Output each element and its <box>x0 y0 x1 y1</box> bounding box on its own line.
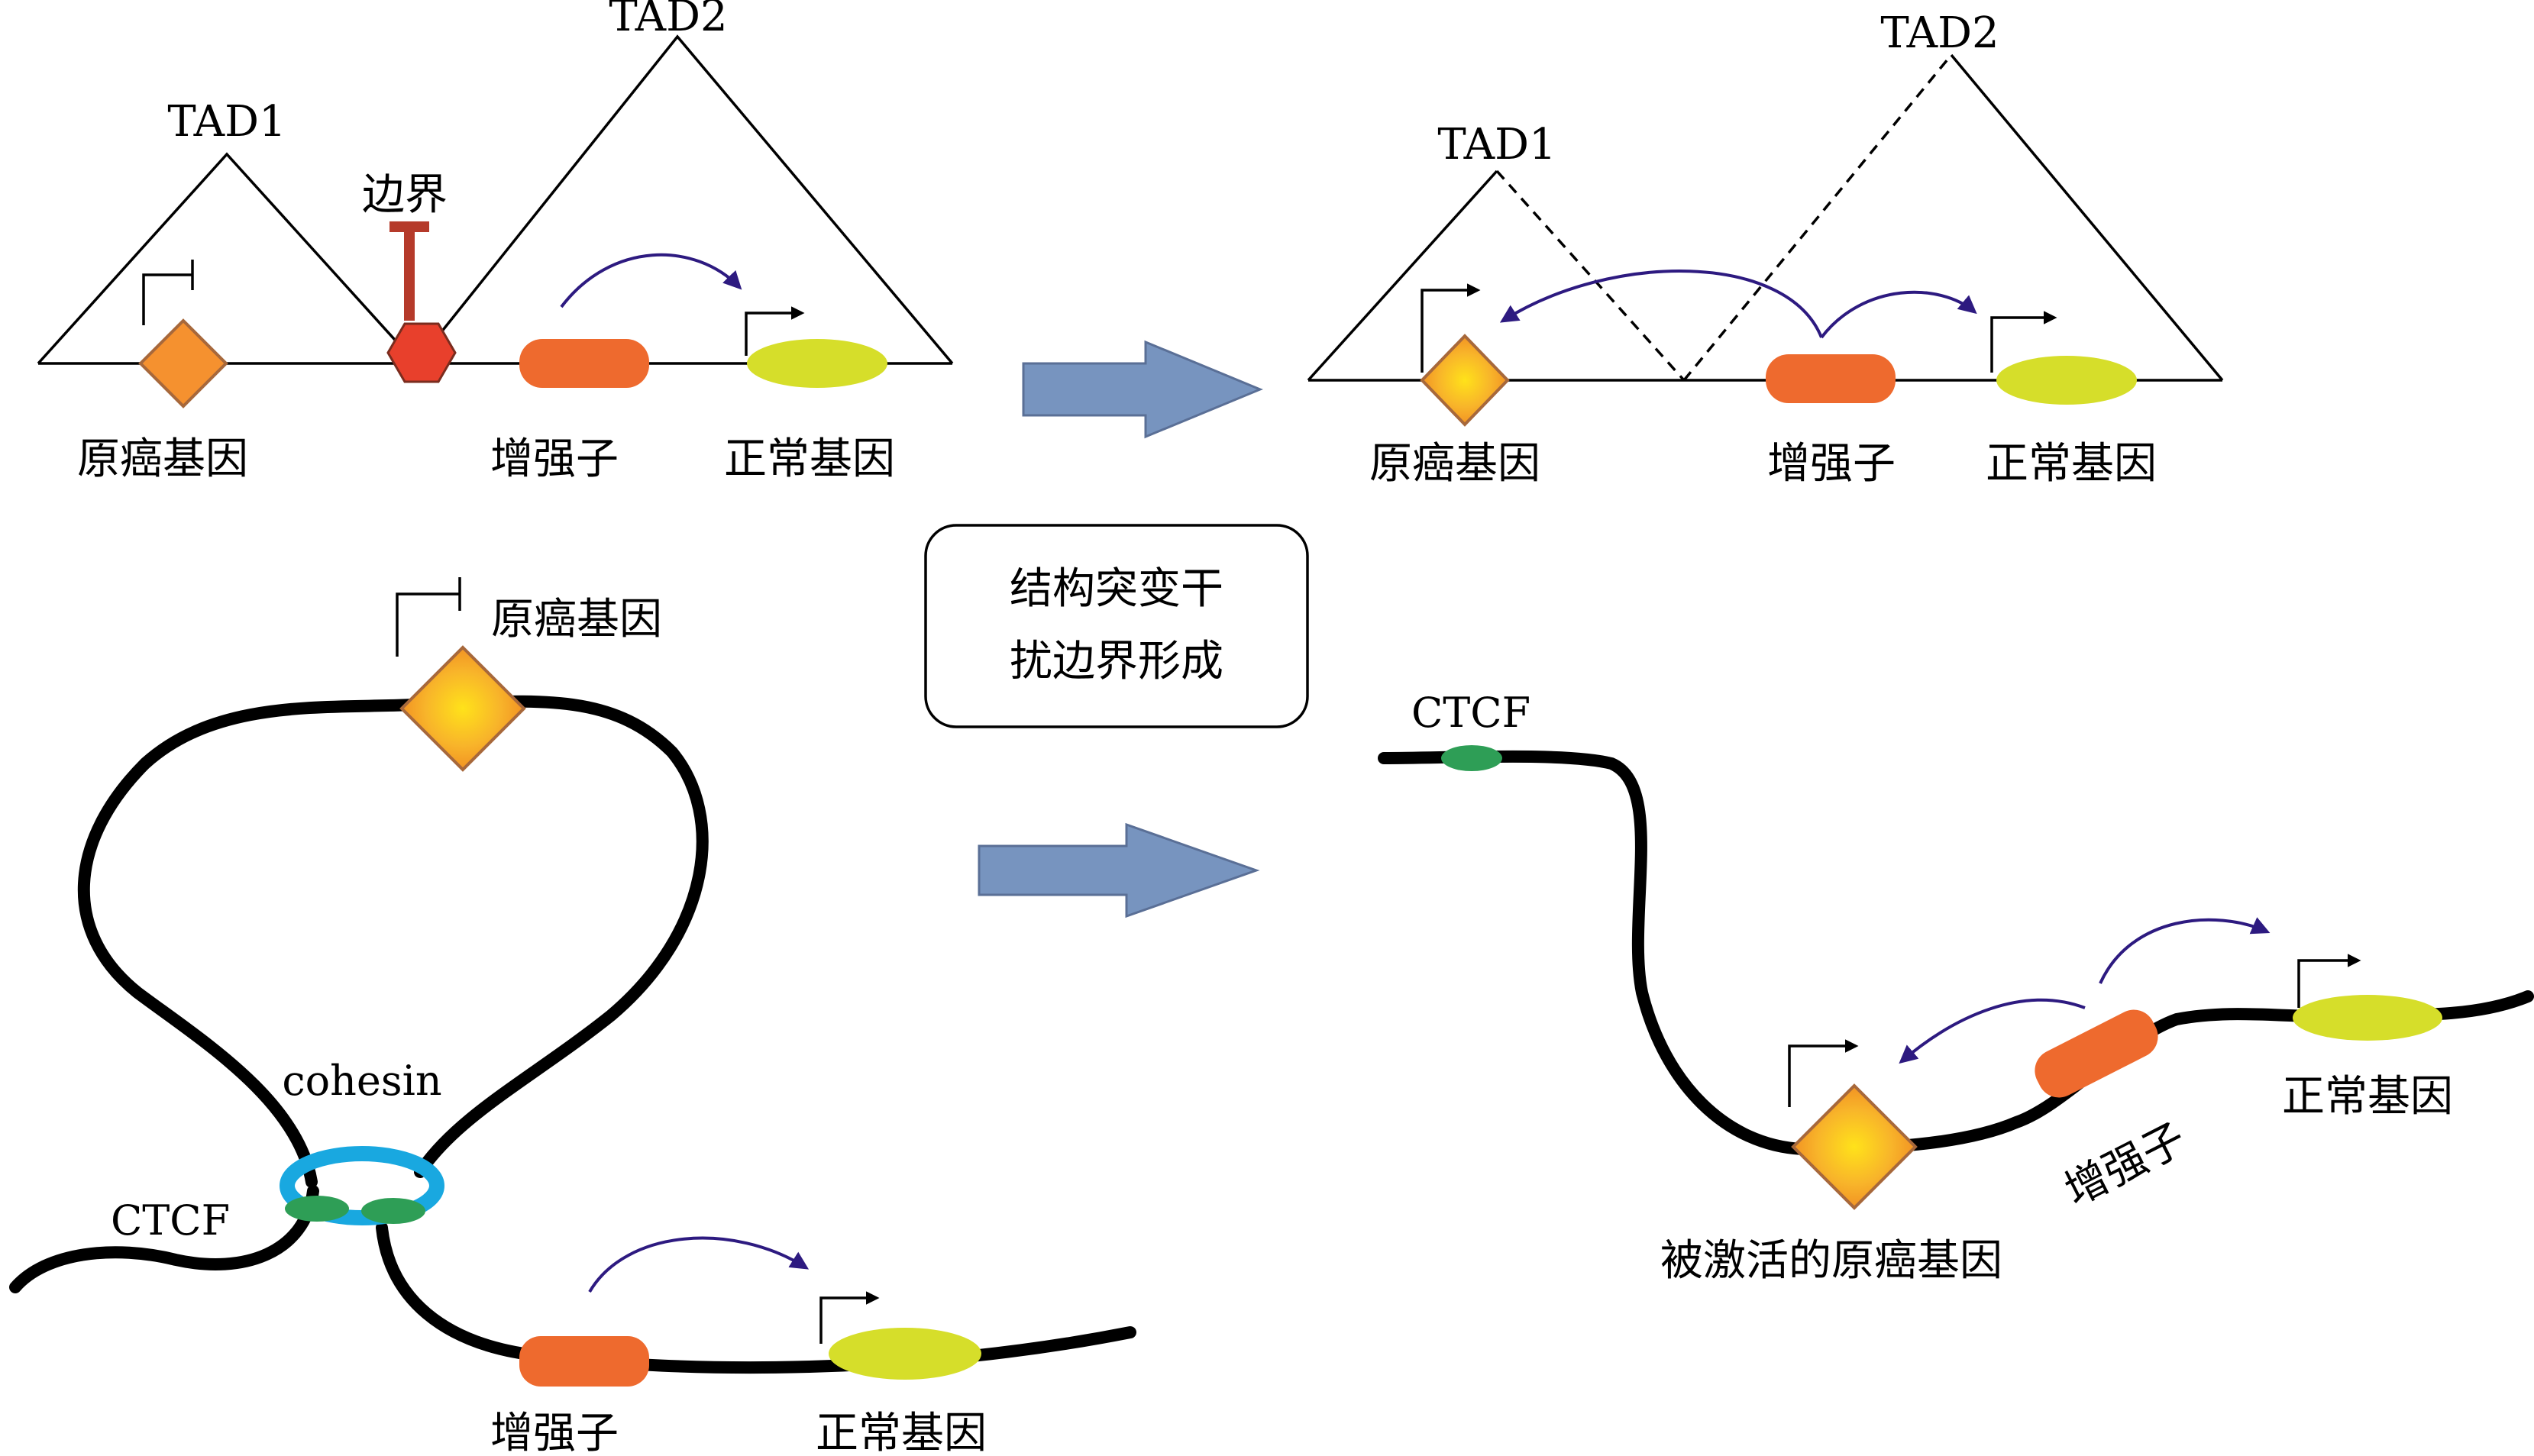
enhancer-shape-right <box>1766 354 1896 403</box>
tad1-triangle <box>37 152 418 365</box>
cohesin-label: cohesin <box>282 1057 441 1105</box>
activated-oncogene-icon <box>1791 1083 1918 1210</box>
activation-arrow-forward <box>2099 917 2271 984</box>
panel-top-right: TAD1 TAD2 原癌基因 增强子 正常基因 <box>1307 8 2224 489</box>
ctcf-right <box>361 1198 425 1224</box>
ctcf-left <box>285 1196 349 1222</box>
oncogene-label: 原癌基因 <box>77 434 248 484</box>
cohesin-ring <box>280 1146 444 1225</box>
tad2-dashed-edge <box>1682 53 1953 382</box>
activated-oncogene-label: 被激活的原癌基因 <box>1660 1236 2002 1286</box>
activation-arrow-back <box>1499 270 1823 338</box>
note-line-1: 结构突变干 <box>1010 564 1223 614</box>
normal-gene-shape-right <box>1996 356 2137 405</box>
normal-gene-label-bottom: 正常基因 <box>816 1409 987 1456</box>
normal-gene-label-right: 正常基因 <box>1986 439 2157 489</box>
transition-arrow-bottom <box>978 822 1260 918</box>
oncogene-label-bottom: 原癌基因 <box>491 595 662 644</box>
tad1-dashed-edge <box>1495 169 1686 382</box>
tad1-label: TAD1 <box>167 97 286 147</box>
tss-arrow-icon <box>819 1291 880 1344</box>
mechanism-note-box: 结构突变干 扰边界形成 <box>924 524 1309 728</box>
enhancer-label-bottom-right: 增强子 <box>2057 1114 2193 1216</box>
normal-gene-label: 正常基因 <box>724 434 895 484</box>
activation-arrow-forward <box>1820 290 1977 339</box>
activation-arrow <box>588 1236 810 1293</box>
chromatin-loop <box>78 695 709 1188</box>
transition-arrow-top <box>1022 340 1263 439</box>
enhancer-label-bottom: 增强子 <box>490 1409 619 1456</box>
tss-arrow-icon <box>1788 1039 1859 1107</box>
tss-blocked-icon <box>396 577 461 657</box>
ctcf-label-right: CTCF <box>1411 689 1530 737</box>
oncogene-label-right: 原癌基因 <box>1369 439 1540 489</box>
ctcf-marker <box>1441 745 1502 771</box>
note-line-2: 扰边界形成 <box>1010 637 1223 686</box>
activation-arrow-back <box>1899 998 2086 1064</box>
ctcf-label: CTCF <box>111 1196 230 1245</box>
panel-bottom-right: CTCF 被激活的原癌基因 增强子 正常基因 <box>1378 689 2534 1286</box>
tad1-label-right: TAD1 <box>1437 120 1556 169</box>
enhancer-label-right: 增强子 <box>1767 439 1896 489</box>
activation-arrow <box>560 253 742 308</box>
normal-gene-shape-bottom-right <box>2293 995 2442 1041</box>
panel-bottom-left: cohesin CTCF 原癌基因 增强子 正常基因 <box>9 577 1136 1456</box>
normal-gene-shape <box>747 339 887 388</box>
boundary-label: 边界 <box>362 170 448 220</box>
chromatin-tail-left <box>9 1185 319 1293</box>
chromatin-tail-right <box>376 1222 1136 1374</box>
tad2-label: TAD2 <box>609 0 727 41</box>
tad2-triangle <box>415 34 954 365</box>
enhancer-label: 增强子 <box>490 434 619 484</box>
tss-blocked-icon <box>142 260 194 325</box>
tss-arrow-icon <box>1990 311 2057 373</box>
oncogene-diamond-icon <box>138 318 228 408</box>
tad1-triangle-right <box>1307 169 1498 382</box>
panel-top-left: TAD1 TAD2 边界 原癌基因 增强子 正常基因 <box>37 0 954 484</box>
tss-arrow-icon <box>1421 283 1481 373</box>
insulator-icon <box>389 221 429 321</box>
boundary-hexagon-icon <box>386 322 457 383</box>
normal-gene-label-bottom-right: 正常基因 <box>2282 1072 2453 1122</box>
tss-arrow-icon <box>2297 954 2361 1008</box>
enhancer-shape-bottom-right <box>2035 1009 2158 1098</box>
tad2-label-right: TAD2 <box>1880 8 1999 58</box>
normal-gene-shape-bottom <box>829 1328 981 1380</box>
enhancer-shape-bottom <box>519 1336 649 1387</box>
enhancer-shape <box>519 339 649 388</box>
oncogene-diamond-icon <box>1420 334 1510 427</box>
tss-arrow-icon <box>745 306 805 356</box>
oncogene-diamond-icon <box>399 645 526 772</box>
tad2-solid-edge <box>1950 53 2224 382</box>
